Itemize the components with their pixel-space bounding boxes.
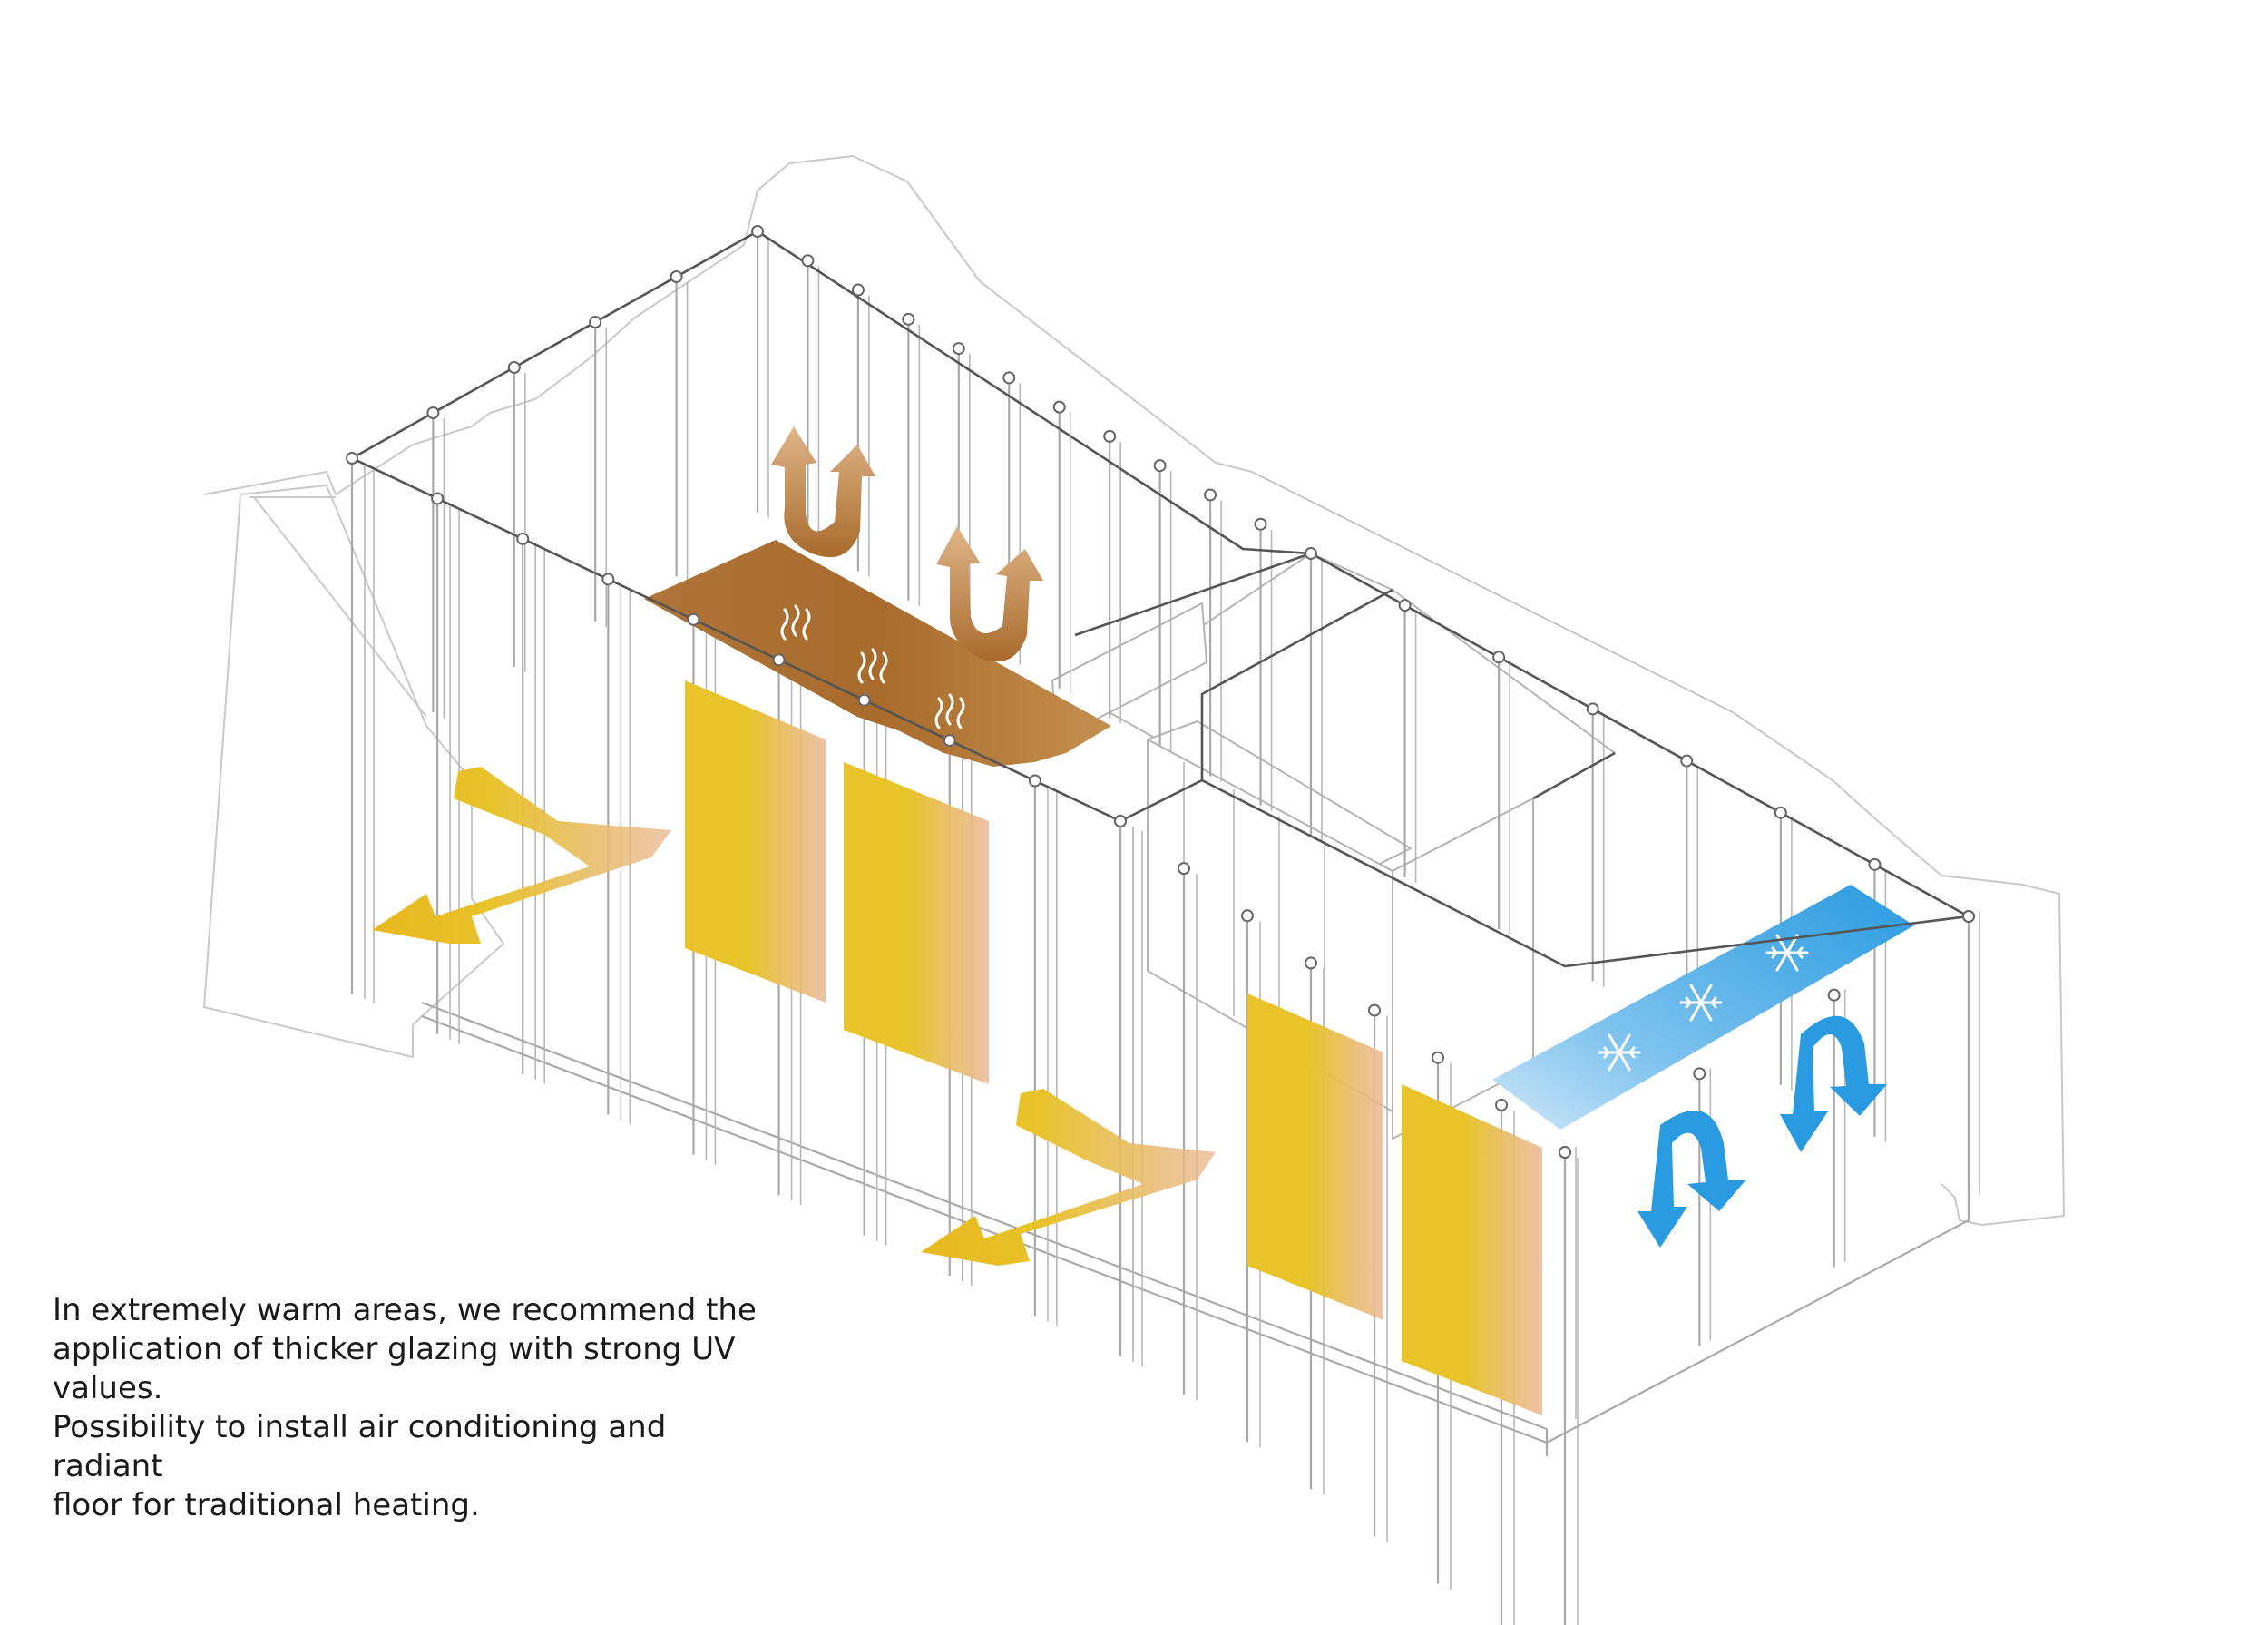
arrow-icon xyxy=(372,767,671,944)
sun-panel-4 xyxy=(1402,1084,1542,1415)
frame-node xyxy=(1962,910,1975,923)
radiant-heater xyxy=(644,540,1111,767)
frame-node xyxy=(1586,702,1599,716)
frame-node xyxy=(1114,815,1127,827)
frame-node xyxy=(431,492,445,505)
frame-node xyxy=(1305,547,1317,560)
arrow-icon xyxy=(1780,1015,1887,1152)
frame-node xyxy=(1103,429,1117,443)
frame-node xyxy=(1241,909,1254,923)
frame-node xyxy=(1492,651,1506,664)
arrow-icon xyxy=(921,1089,1216,1266)
frame-nodes xyxy=(346,225,1975,1159)
frame-node xyxy=(1002,371,1016,385)
frame-node xyxy=(426,406,440,419)
caption-line-5: floor for traditional heating. xyxy=(53,1487,480,1523)
frame-node xyxy=(670,270,683,283)
frame-node xyxy=(1495,1098,1508,1111)
interior-walls xyxy=(1051,553,1616,1140)
heat-rising-arrows xyxy=(771,426,1043,662)
arrow-icon xyxy=(936,526,1043,662)
sun-panel-3 xyxy=(1247,994,1383,1320)
frame-node xyxy=(751,225,764,238)
frame-node xyxy=(601,573,615,586)
frame-node xyxy=(1868,857,1882,871)
building-outline xyxy=(203,155,2065,1226)
frame-node xyxy=(1693,1067,1706,1081)
frame-node xyxy=(952,342,965,356)
heat-squiggle-icon xyxy=(857,648,888,684)
snowflake-icon xyxy=(1679,984,1723,1022)
frame-node xyxy=(902,312,915,326)
floor-slab xyxy=(421,1001,1970,1456)
frame-node xyxy=(857,693,871,707)
frame-node xyxy=(1827,988,1841,1002)
frame-node xyxy=(1178,862,1190,876)
heat-squiggle-icon xyxy=(780,604,811,641)
arrow-icon xyxy=(1637,1111,1746,1248)
frame-node xyxy=(516,532,530,545)
frame-node xyxy=(687,612,700,626)
frame-node xyxy=(1153,459,1167,473)
frame-node xyxy=(1305,956,1317,970)
frame-node xyxy=(1398,599,1412,612)
frame-node xyxy=(1774,806,1787,819)
frame-node xyxy=(507,361,521,374)
frame-node xyxy=(801,254,815,268)
frame-node xyxy=(772,653,786,667)
warm-air-outflow xyxy=(372,767,1216,1266)
caption-line-4: Possibility to install air conditioning … xyxy=(53,1409,667,1484)
sun-panel-1 xyxy=(685,680,826,1003)
frame-node xyxy=(1052,400,1066,414)
snowflake-icon xyxy=(1765,934,1809,972)
caption-line-2: application of thicker glazing with stro… xyxy=(53,1331,736,1367)
caption: In extremely warm areas, we recommend th… xyxy=(53,1291,778,1525)
snowflake-icon xyxy=(1598,1033,1641,1072)
frame-node xyxy=(1028,774,1041,788)
arrow-icon xyxy=(771,426,875,558)
frame-node xyxy=(1559,1146,1571,1159)
air-conditioner xyxy=(1492,885,1914,1130)
frame-node xyxy=(1254,517,1267,531)
frame-node xyxy=(1368,1003,1381,1017)
frame-node xyxy=(1204,488,1217,502)
caption-line-1: In extremely warm areas, we recommend th… xyxy=(53,1292,757,1328)
sun-panel-2 xyxy=(844,762,989,1084)
heat-squiggle-icon xyxy=(934,693,965,729)
frame-node xyxy=(346,452,358,465)
frame-node xyxy=(851,283,865,297)
frame-node xyxy=(1680,754,1694,768)
caption-line-3: values. xyxy=(53,1370,163,1406)
cool-air-circulation xyxy=(1637,1015,1887,1248)
frame-node xyxy=(943,734,956,748)
frame-node xyxy=(589,316,602,328)
frame-node xyxy=(1432,1051,1444,1064)
solar-gain-panels xyxy=(685,680,1542,1415)
